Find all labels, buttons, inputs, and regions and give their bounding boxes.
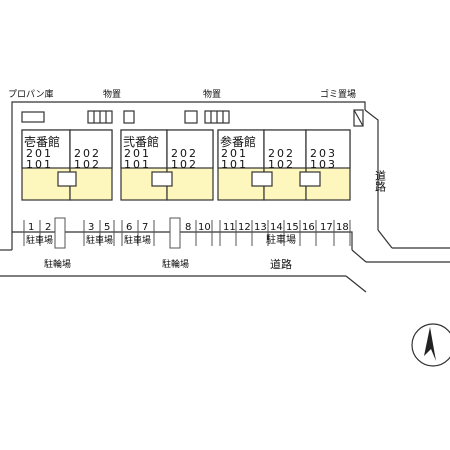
parking-number: 14 [270, 222, 283, 233]
road-corner-inner [351, 249, 367, 263]
parking-number: 11 [223, 222, 236, 233]
entrance-notch [299, 171, 321, 187]
parking-label: 駐車場 [124, 234, 151, 246]
entrance-notch [151, 171, 173, 187]
parking-number: 6 [126, 222, 132, 233]
road-label-bottom: 道路 [270, 257, 292, 271]
road-corner [345, 275, 367, 293]
parking-label: 駐車場 [266, 233, 296, 246]
unit-label-area [217, 129, 265, 169]
parking-number: 7 [142, 222, 148, 233]
garbage-area-mark [353, 109, 364, 127]
unit-number-lower: 103 [310, 158, 337, 171]
parking-number: 13 [254, 222, 267, 233]
unit-label-area [21, 129, 71, 169]
north-arrow-icon [411, 323, 450, 367]
site-boundary [11, 101, 366, 250]
propane-storage [21, 111, 45, 123]
building-3 [217, 129, 351, 201]
entrance-notch [57, 171, 77, 187]
unit-number-lower: 101 [221, 158, 248, 171]
parking-number: 16 [302, 222, 315, 233]
bicycle-parking-1 [54, 217, 66, 249]
unit-label-area [166, 129, 214, 169]
parking-number: 3 [88, 222, 94, 233]
unit-number-lower: 102 [74, 158, 101, 171]
unit-number-upper: 201 [124, 147, 151, 160]
propane-label: プロパン庫 [8, 88, 53, 100]
building-name: 参番館 [220, 134, 256, 149]
unit-number-upper: 202 [74, 147, 101, 160]
unit-number-lower: 102 [171, 158, 198, 171]
parking-label: 駐車場 [86, 234, 113, 246]
unit-number-upper: 201 [26, 147, 53, 160]
parking-front-edge [12, 231, 353, 250]
building-1 [21, 129, 113, 201]
bicycle-label-1: 駐輪場 [44, 258, 71, 270]
parking-number: 12 [238, 222, 251, 233]
parking-number: 1 [28, 222, 34, 233]
garbage-label: ゴミ置場 [320, 88, 356, 100]
storage-shed-2 [123, 110, 135, 124]
unit-number-lower: 102 [268, 158, 295, 171]
unit-number-lower: 101 [124, 158, 151, 171]
bicycle-parking-2 [169, 217, 181, 249]
unit-number-upper: 202 [171, 147, 198, 160]
unit-label-area [69, 129, 113, 169]
site-boundary-right [364, 109, 379, 230]
unit-number-lower: 101 [26, 158, 53, 171]
building-name: 壱番館 [24, 134, 60, 149]
parking-label: 駐車場 [26, 234, 53, 246]
unit-label-area [120, 129, 168, 169]
entrance-notch [251, 171, 273, 187]
bicycle-label-2: 駐輪場 [162, 258, 189, 270]
parking-number: 8 [185, 222, 191, 233]
road-edge-right [377, 229, 393, 249]
parking-number: 17 [320, 222, 333, 233]
storage-label-1: 物置 [103, 88, 121, 100]
parking-number: 5 [104, 222, 110, 233]
parking-number: 10 [198, 222, 211, 233]
unit-number-upper: 203 [310, 147, 337, 160]
road-label-right: 道路 [374, 169, 387, 193]
building-name: 弐番館 [123, 134, 159, 149]
unit-number-upper: 201 [221, 147, 248, 160]
building-2 [120, 129, 214, 201]
storage-label-2: 物置 [203, 88, 221, 100]
unit-number-upper: 202 [268, 147, 295, 160]
parking-number: 2 [45, 222, 51, 233]
unit-label-area [305, 129, 351, 169]
storage-shed-3 [184, 110, 198, 124]
parking-number: 18 [336, 222, 349, 233]
parking-number: 15 [286, 222, 299, 233]
parking-stalls [23, 217, 351, 249]
